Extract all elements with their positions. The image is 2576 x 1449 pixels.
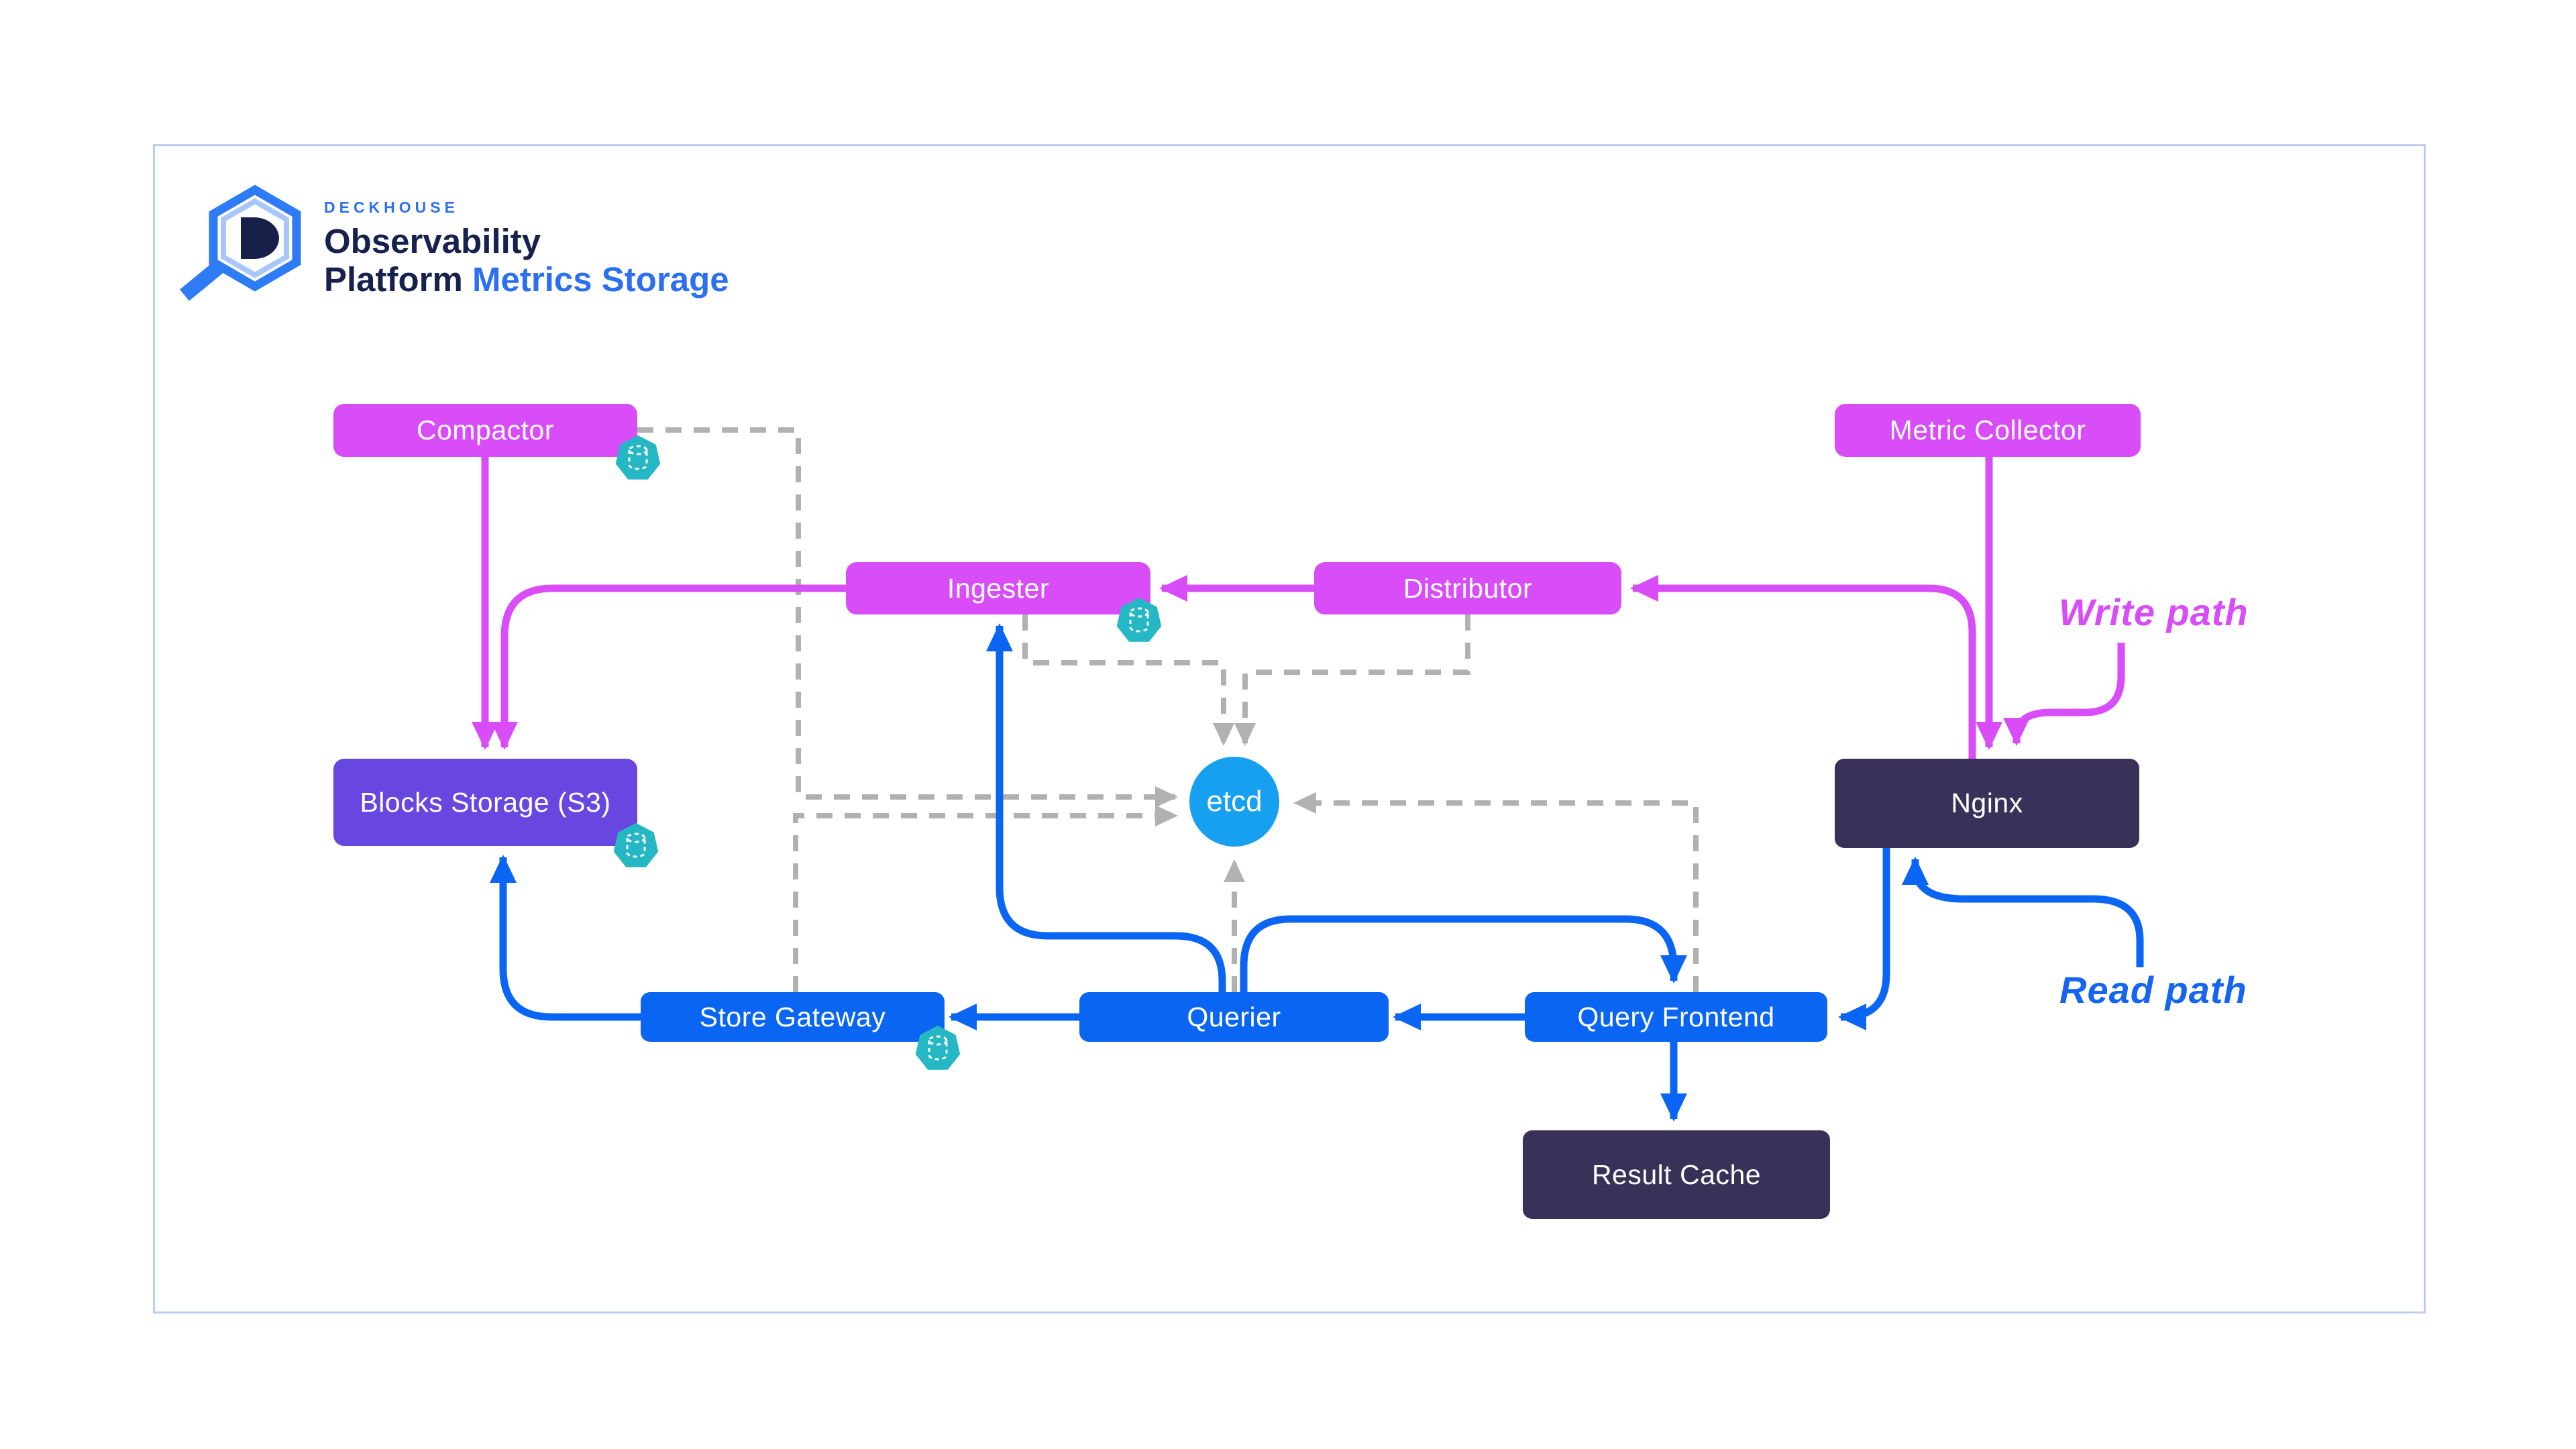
node-etcd-label: etcd (1206, 785, 1263, 818)
node-compactor: Compactor (333, 404, 637, 457)
node-querier: Querier (1079, 992, 1389, 1042)
write-path-label: Write path (2059, 591, 2249, 633)
logo-letter-d (241, 217, 279, 259)
node-blocks-storage-label: Blocks Storage (S3) (360, 786, 611, 818)
edge-querier-ingester (986, 623, 1226, 992)
magnifier-handle (180, 258, 227, 301)
node-etcd: etcd (1189, 757, 1279, 847)
edge-ingester-etcd (1022, 614, 1234, 746)
database-icon (1117, 598, 1161, 642)
write-path-leader-line (2003, 643, 2125, 746)
logo-text: DECKHOUSE Observability Platform Metrics… (324, 199, 729, 299)
logo-title: Observability Platform Metrics Storage (324, 222, 729, 299)
edge-nginx-distributor (1630, 575, 1976, 759)
node-distributor-label: Distributor (1403, 572, 1533, 604)
logo-title-line2: Platform Metrics Storage (324, 260, 729, 299)
node-result-cache-label: Result Cache (1591, 1159, 1762, 1190)
node-store-gateway: Store Gateway (641, 992, 945, 1042)
logo-subtitle: Metrics Storage (472, 260, 729, 299)
node-blocks-storage: Blocks Storage (S3) (333, 759, 637, 846)
read-path-label: Read path (2059, 969, 2247, 1011)
node-metric-collector: Metric Collector (1835, 404, 2141, 457)
database-icon (916, 1026, 960, 1070)
node-distributor: Distributor (1314, 562, 1621, 614)
logo-brand: DECKHOUSE (324, 199, 459, 216)
deckhouse-hexagon-logo-icon (180, 184, 301, 301)
edge-compactor-etcd (637, 427, 1178, 808)
node-querier-label: Querier (1187, 1001, 1281, 1032)
read-path-leader-line (1902, 857, 2144, 967)
logo: DECKHOUSE Observability Platform Metrics… (178, 180, 983, 314)
node-compactor-label: Compactor (416, 415, 554, 445)
node-nginx: Nginx (1835, 759, 2139, 848)
logo-title-platform: Platform (324, 260, 463, 299)
database-icon (614, 823, 658, 867)
diagram-frame (153, 144, 2426, 1313)
logo-title-line1: Observability (324, 222, 541, 260)
node-ingester: Ingester (846, 562, 1150, 614)
edge-nginx-query-frontend (1838, 848, 1890, 1030)
edge-store-gateway-blocks-storage (490, 855, 641, 1021)
node-ingester-label: Ingester (947, 572, 1050, 604)
node-result-cache: Result Cache (1523, 1130, 1830, 1219)
edge-ingester-blocks-storage (491, 584, 846, 750)
node-store-gateway-label: Store Gateway (699, 1001, 886, 1032)
edge-query-frontend-etcd (1293, 792, 1699, 992)
node-query-frontend-label: Query Frontend (1577, 1001, 1775, 1032)
edge-distributor-etcd (1234, 614, 1470, 746)
node-nginx-label: Nginx (1951, 788, 2023, 818)
node-query-frontend: Query Frontend (1525, 992, 1827, 1042)
edge-querier-query-frontend (1240, 915, 1687, 992)
edge-store-gateway-etcd (793, 805, 1178, 992)
node-metric-collector-label: Metric Collector (1889, 415, 2086, 445)
database-icon (616, 435, 660, 480)
